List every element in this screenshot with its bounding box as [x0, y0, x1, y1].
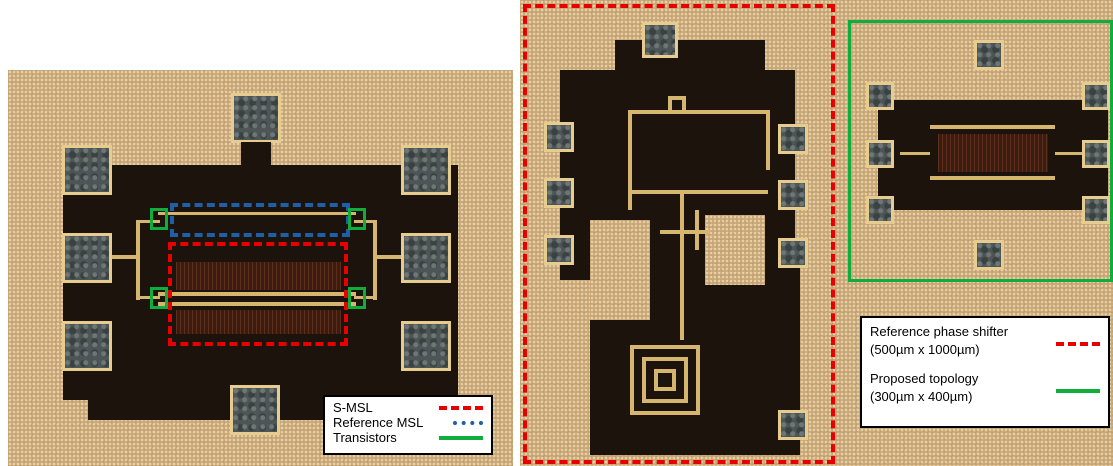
legend-swatch-green-solid-right	[1056, 389, 1100, 393]
prop-pad-right-2	[1082, 140, 1110, 168]
prop-pad-top	[974, 40, 1004, 70]
ref-inductor-top	[668, 96, 686, 114]
bond-pad-bottom	[230, 385, 280, 435]
proposed-topology-box	[848, 20, 1113, 282]
prop-trace-left	[900, 152, 930, 155]
legend-label-transistors: Transistors	[333, 430, 397, 445]
ref-trace-mid	[628, 190, 768, 194]
legend-swatch-green-solid	[439, 435, 483, 440]
legend-item-s-msl: S-MSL	[333, 400, 483, 415]
legend-label-reference-phase-shifter: Reference phase shifter	[870, 324, 1009, 339]
prop-trace-right	[1055, 152, 1082, 155]
bond-pad-top	[231, 93, 281, 143]
reference-phase-shifter-box	[523, 4, 835, 464]
trace-left-bottom	[136, 296, 160, 299]
ref-pad-right-3	[778, 238, 808, 268]
trace-right-feed	[375, 255, 401, 259]
ref-trace-stub-1	[660, 230, 710, 234]
s-msl-box	[168, 242, 348, 346]
legend-text-reference-phase-shifter: Reference phase shifter (500µm x 1000µm)	[870, 324, 1008, 357]
transistor-box-top-left	[150, 208, 168, 230]
reference-msl-box	[170, 203, 350, 237]
ref-inductor-bottom-inner	[654, 369, 676, 391]
ref-inductor-bottom-mid	[642, 357, 688, 403]
bond-pad-left-3	[62, 321, 112, 371]
bond-pad-right-3	[401, 321, 451, 371]
prop-pad-bottom	[974, 240, 1004, 270]
ref-pad-left-2	[544, 178, 574, 208]
legend-item-transistors: Transistors	[333, 430, 483, 445]
left-chip-micrograph: S-MSL Reference MSL Transistors	[8, 70, 513, 466]
left-legend: S-MSL Reference MSL Transistors	[323, 395, 493, 455]
prop-trace-bottom	[930, 176, 1055, 180]
prop-pad-left-3	[866, 196, 894, 224]
ref-pad-bottom	[778, 410, 808, 440]
prop-trace-top	[930, 125, 1055, 129]
right-legend: Reference phase shifter (500µm x 1000µm)…	[860, 316, 1110, 428]
ref-pad-left-1	[544, 122, 574, 152]
trace-left-top	[136, 220, 160, 223]
trace-top-line	[158, 212, 356, 215]
pad-neck-top	[241, 142, 271, 167]
ref-pad-left-3	[544, 235, 574, 265]
transistor-box-top-right	[348, 208, 366, 230]
bond-pad-right-2	[401, 233, 451, 283]
trace-right-vertical	[373, 220, 377, 300]
legend-size-proposed-topology: (300µm x 400µm)	[870, 389, 973, 404]
legend-swatch-red-dashed-right	[1056, 342, 1100, 346]
s-msl-strip-lower	[176, 310, 341, 334]
ref-trace-left-v	[628, 110, 632, 210]
ref-pad-right-2	[778, 180, 808, 210]
trace-left-feed	[112, 255, 138, 259]
ref-trace-top	[628, 110, 768, 114]
ref-pad-right-1	[778, 124, 808, 154]
legend-item-proposed-topology: Proposed topology (300µm x 400µm)	[870, 371, 1100, 404]
trace-bottom-line	[158, 302, 356, 306]
legend-item-reference-phase-shifter: Reference phase shifter (500µm x 1000µm)	[870, 324, 1100, 357]
bond-pad-left-1	[62, 145, 112, 195]
right-chip-micrograph: Reference phase shifter (500µm x 1000µm)…	[520, 0, 1113, 466]
ref-inductor-bottom-outer	[630, 345, 700, 415]
legend-swatch-blue-dash-dot	[453, 420, 483, 425]
prop-strip	[938, 134, 1048, 172]
legend-size-reference-phase-shifter: (500µm x 1000µm)	[870, 342, 980, 357]
gold-gap-right	[705, 215, 765, 285]
prop-pad-left-2	[866, 140, 894, 168]
trace-mid-line	[158, 292, 356, 296]
transistor-box-bottom-right	[348, 287, 366, 309]
legend-label-proposed-topology: Proposed topology	[870, 371, 979, 386]
ref-trace-center-v	[680, 190, 684, 340]
ref-trace-stub-2	[695, 210, 699, 250]
legend-label-reference-msl: Reference MSL	[333, 415, 424, 430]
legend-swatch-red-dashed	[439, 405, 483, 410]
bond-pad-right-1	[401, 145, 451, 195]
prop-pad-right-3	[1082, 196, 1110, 224]
ref-trace-right-v	[766, 110, 770, 170]
legend-item-reference-msl: Reference MSL	[333, 415, 483, 430]
bond-pad-left-2	[62, 233, 112, 283]
legend-text-proposed-topology: Proposed topology (300µm x 400µm)	[870, 371, 978, 404]
reference-core-top	[615, 40, 765, 80]
prop-pad-right-1	[1082, 82, 1110, 110]
legend-label-s-msl: S-MSL	[333, 400, 373, 415]
gold-gap-left	[590, 220, 650, 320]
ref-pad-top	[642, 22, 678, 58]
trace-left-vertical	[136, 220, 140, 300]
s-msl-strip-upper	[176, 262, 341, 290]
prop-pad-left-1	[866, 82, 894, 110]
transistor-box-bottom-left	[150, 287, 168, 309]
